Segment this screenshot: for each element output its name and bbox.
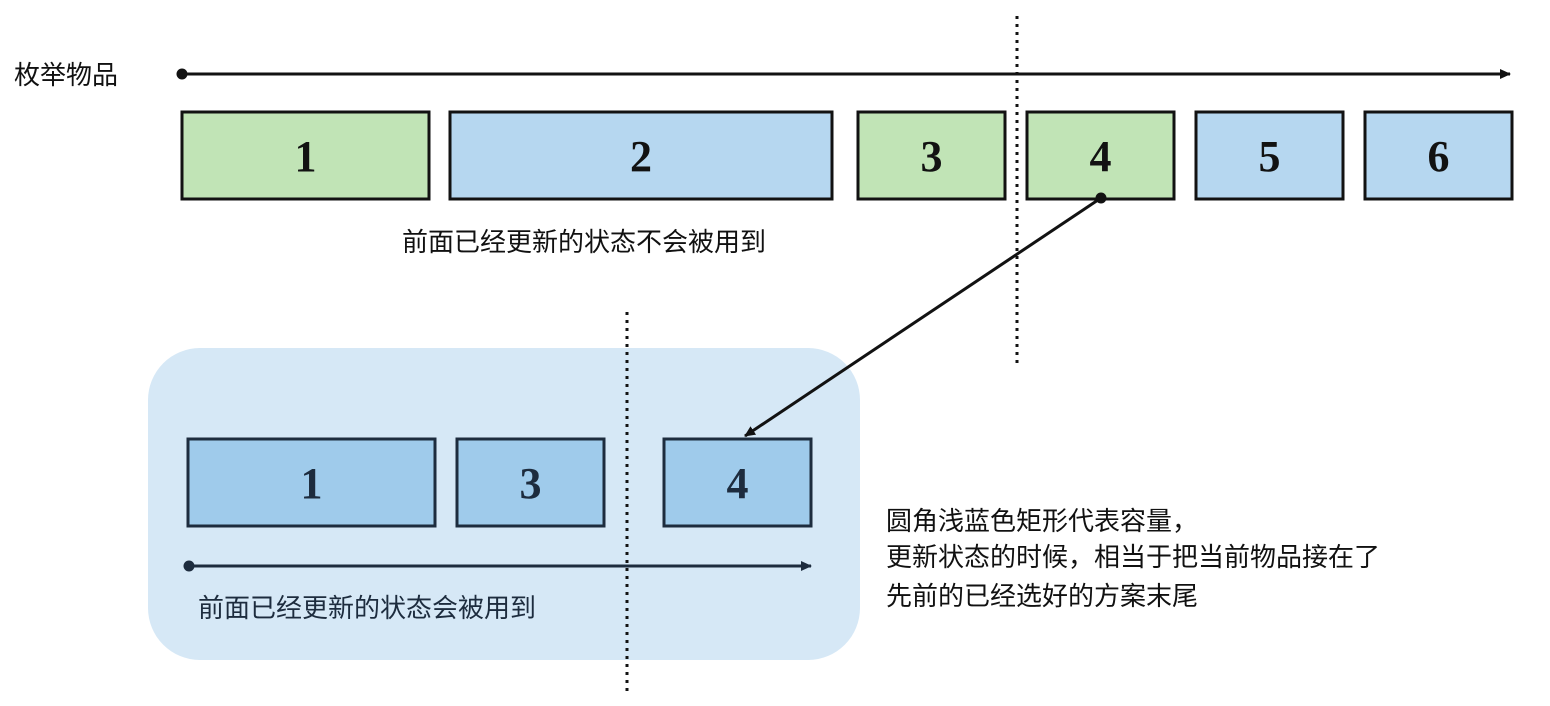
top-note: 前面已经更新的状态不会被用到 — [402, 228, 766, 258]
top-item-label: 3 — [921, 132, 943, 181]
top-item-box — [180, 110, 431, 201]
capacity-item-label: 1 — [301, 459, 323, 508]
top-item-label: 6 — [1428, 132, 1450, 181]
connector-arrow — [744, 196, 1102, 438]
top-item-label: 2 — [630, 132, 652, 181]
top-item-1: 1 — [180, 110, 431, 201]
top-item-2: 2 — [448, 110, 834, 201]
capacity-item-label: 3 — [520, 459, 542, 508]
capacity-note: 前面已经更新的状态会被用到 — [198, 594, 536, 624]
top-item-label: 5 — [1259, 132, 1281, 181]
explanation-line-2: 更新状态的时候，相当于把当前物品接在了 — [886, 543, 1380, 573]
top-item-3: 3 — [856, 110, 1007, 201]
top-item-label: 4 — [1090, 132, 1112, 181]
top-item-5: 5 — [1194, 110, 1345, 201]
capacity-item-4: 4 — [662, 437, 813, 528]
top-item-box — [1025, 110, 1176, 201]
top-item-6: 6 — [1363, 110, 1514, 201]
top-item-box — [856, 110, 1007, 201]
top-item-4: 4 — [1025, 110, 1176, 201]
capacity-item-1: 1 — [186, 437, 437, 528]
explanation-text: 圆角浅蓝色矩形代表容量， 更新状态的时候，相当于把当前物品接在了 先前的已经选好… — [886, 507, 1380, 612]
top-item-box — [448, 110, 834, 201]
connector-start-dot — [1095, 192, 1107, 204]
item-axis-start-dot — [176, 68, 188, 80]
explanation-line-3: 先前的已经选好的方案末尾 — [886, 582, 1198, 612]
capacity-item-box — [455, 437, 606, 528]
capacity-item-box — [186, 437, 437, 528]
top-item-label: 1 — [295, 132, 317, 181]
top-item-box — [1194, 110, 1345, 201]
explanation-line-1: 圆角浅蓝色矩形代表容量， — [886, 507, 1198, 537]
capacity-axis-start-dot — [183, 560, 195, 572]
capacity-item-box — [662, 437, 813, 528]
capacity-item-3: 3 — [455, 437, 606, 528]
axis-label: 枚举物品 — [14, 61, 118, 91]
top-item-box — [1363, 110, 1514, 201]
capacity-item-label: 4 — [727, 459, 749, 508]
